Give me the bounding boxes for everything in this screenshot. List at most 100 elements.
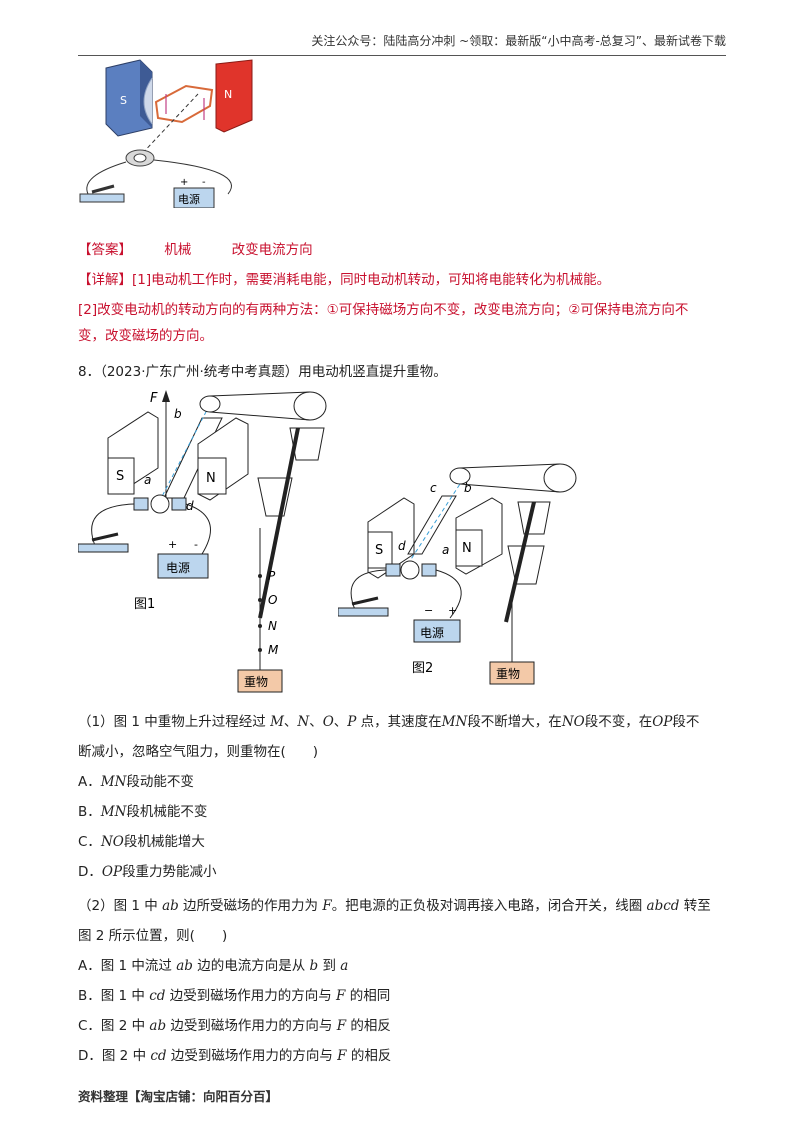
q2-text-a: （2）图 1 中 [78, 898, 163, 914]
battery-plus-label: + [180, 177, 188, 188]
q1-text-a: （1）图 1 中重物上升过程经过 [78, 714, 271, 730]
q2-option-a-a: a [340, 958, 349, 974]
q1-text-e: 段不 [672, 714, 700, 730]
fig1-M: M [268, 643, 279, 657]
question-8-stem: 8．（2023·广东广州·统考中考真题）用电动机竖直提升重物。 [78, 364, 447, 380]
battery-label: 电源 [178, 192, 200, 206]
q1-text-c: 段不断增大，在 [467, 714, 562, 730]
q2-option-b[interactable]: B．图 1 中 cd 边受到磁场作用力的方向与 F 的相同 [78, 986, 390, 1006]
q2-option-b-text-3: 的相同 [345, 988, 391, 1004]
q1-option-a-text: 段动能不变 [126, 774, 194, 790]
q2-ab: ab [162, 898, 179, 914]
answer-line: 【答案】 机械 改变电流方向 [78, 240, 313, 260]
fig2-minus: − [424, 604, 433, 617]
fig2-battery: 电源 [420, 626, 444, 640]
q2-option-d-text-1: D．图 2 中 [78, 1048, 151, 1064]
q1-option-a-prefix: A． [78, 774, 101, 790]
fig2-c: c [430, 481, 437, 495]
fig2-d: d [398, 539, 406, 553]
fig2-N: N [462, 541, 472, 556]
q1-option-c-text: 段机械能增大 [123, 834, 205, 850]
fig2-S: S [375, 543, 383, 558]
q2-option-a[interactable]: A．图 1 中流过 ab 边的电流方向是从 b 到 a [78, 956, 348, 976]
detail-line-2: [2]改变电动机的转动方向的有两种方法：①可保持磁场方向不变，改变电流方向；②可… [78, 302, 689, 318]
q2-option-c-text-1: C．图 2 中 [78, 1018, 150, 1034]
q1-option-d-var: OP [101, 864, 123, 880]
answer-1: 机械 [164, 242, 192, 258]
q2-option-a-ab: ab [176, 958, 193, 974]
q2-option-a-text-2: 边的电流方向是从 [192, 958, 310, 974]
q1-O: O [322, 714, 334, 730]
q1-NO: NO [561, 714, 585, 730]
q2-option-c-ab: ab [149, 1018, 167, 1034]
q2-line-2: 图 2 所示位置，则( ) [78, 928, 228, 944]
answer-2: 改变电流方向 [231, 242, 313, 258]
fig1-plus: + [168, 538, 177, 551]
q2-text-d: 转至 [679, 898, 711, 914]
q1-M: M [270, 714, 284, 730]
figure-2: c b S d a N − + 电源 图2 重物 [338, 463, 577, 685]
q2-option-b-F: F [336, 988, 346, 1004]
page-footer: 资料整理【淘宝店铺：向阳百分百】 [78, 1089, 279, 1104]
fig1-b: b [174, 407, 182, 421]
q2-option-b-cd: cd [149, 988, 166, 1004]
fig1-minus: - [194, 538, 198, 551]
fig1-a: a [144, 473, 151, 487]
q2-option-c-F: F [336, 1018, 347, 1034]
detail-line-1: 【详解】[1]电动机工作时，需要消耗电能，同时电动机转动，可知将电能转化为机械能… [78, 272, 611, 288]
q1-option-a-var: MN [100, 774, 127, 790]
magnet-s-label: S [120, 94, 127, 107]
fig2-a: a [442, 543, 449, 557]
q1-option-d-text: 段重力势能减小 [122, 864, 217, 880]
fig1-P: P [268, 569, 276, 583]
fig1-N-point: N [268, 619, 277, 633]
fig2-caption: 图2 [412, 661, 433, 676]
answer-tag: 【答案】 [78, 242, 132, 258]
motor-figure-top: S N + - 电源 [79, 59, 253, 208]
q2-option-c-text-3: 的相反 [346, 1018, 391, 1034]
q2-option-c[interactable]: C．图 2 中 ab 边受到磁场作用力的方向与 F 的相反 [78, 1016, 391, 1036]
q2-option-b-text-1: B．图 1 中 [78, 988, 150, 1004]
q2-F: F [322, 898, 332, 914]
q1-sep-3: 、 [333, 714, 348, 730]
q1-option-b-var: MN [100, 804, 127, 820]
q2-option-d-F: F [337, 1048, 347, 1064]
q1-text-b: 点，其速度在 [356, 714, 442, 730]
q1-option-d[interactable]: D．OP段重力势能减小 [78, 862, 217, 882]
q2-option-d-text-2: 边受到磁场作用力的方向与 [166, 1048, 338, 1064]
q1-option-c[interactable]: C．NO段机械能增大 [78, 832, 205, 852]
q2-option-d[interactable]: D．图 2 中 cd 边受到磁场作用力的方向与 F 的相反 [78, 1046, 391, 1066]
q2-text-b: 边所受磁场的作用力为 [178, 898, 323, 914]
q1-line-2: 断减小，忽略空气阻力，则重物在( ) [78, 744, 319, 760]
figure-1: F b S a d N + - 电源 图1 P O N M 重物 [78, 390, 327, 693]
fig1-caption: 图1 [134, 597, 155, 612]
detail-line-3: 变，改变磁场的方向。 [78, 328, 213, 344]
q1-P: P [347, 714, 357, 730]
q1-option-b-prefix: B． [78, 804, 101, 820]
q1-option-d-prefix: D． [78, 864, 102, 880]
q1-option-c-var: NO [100, 834, 124, 850]
q2-option-d-text-3: 的相反 [346, 1048, 392, 1064]
battery-minus-label: - [202, 177, 206, 188]
q1-option-b[interactable]: B．MN段机械能不变 [78, 802, 207, 822]
fig2-b: b [464, 481, 472, 495]
q2-line-1: （2）图 1 中 ab 边所受磁场的作用力为 F。把电源的正负极对调再接入电路，… [78, 896, 711, 916]
q1-option-a[interactable]: A．MN段动能不变 [78, 772, 194, 792]
q1-MN: MN [441, 714, 468, 730]
q1-option-b-text: 段机械能不变 [126, 804, 208, 820]
q2-abcd: abcd [646, 898, 680, 914]
q1-option-c-prefix: C． [78, 834, 101, 850]
q2-option-c-text-2: 边受到磁场作用力的方向与 [166, 1018, 337, 1034]
q1-sep-2: 、 [309, 714, 323, 730]
fig2-plus: + [448, 604, 457, 617]
q2-option-b-text-2: 边受到磁场作用力的方向与 [165, 988, 337, 1004]
q2-text-c: 。把电源的正负极对调再接入电路，闭合开关，线圈 [331, 898, 647, 914]
page-header: 关注公众号：陆陆高分冲刺 ~领取：最新版“小中高考-总复习”、最新试卷下载 [78, 32, 726, 56]
q1-sep-1: 、 [283, 714, 298, 730]
fig1-F: F [150, 391, 158, 406]
q1-text-d: 段不变，在 [584, 714, 653, 730]
q2-option-a-b: b [309, 958, 319, 974]
q1-N: N [297, 714, 310, 730]
fig1-N: N [206, 471, 216, 486]
q1-OP: OP [652, 714, 673, 730]
